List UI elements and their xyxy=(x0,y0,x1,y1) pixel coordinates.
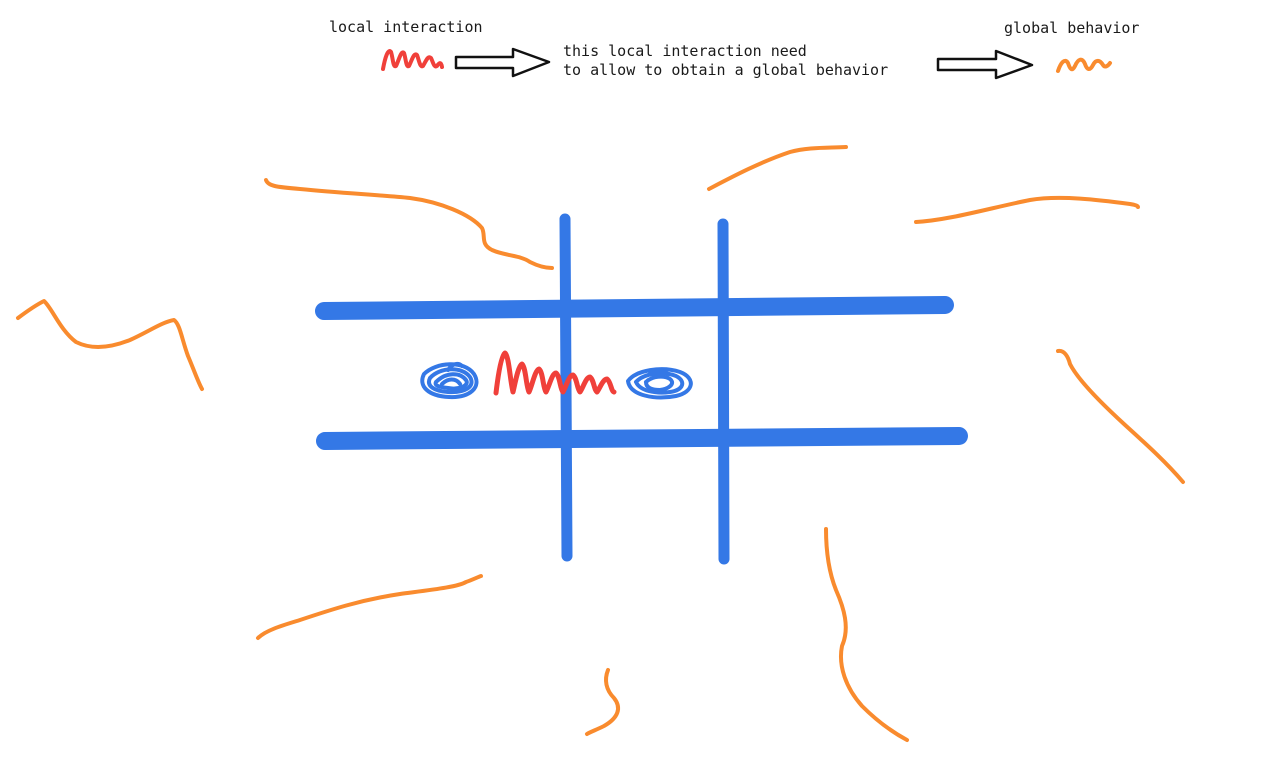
orange-stroke-bottom-center xyxy=(585,668,621,736)
orange-stroke-bottom-right xyxy=(824,527,909,742)
local-interaction-squiggle xyxy=(381,49,444,71)
arrow-to-explanation xyxy=(454,47,551,78)
grid-line-vertical-right xyxy=(717,218,730,565)
orange-stroke-right xyxy=(1056,348,1185,484)
orange-stroke-top-right xyxy=(914,195,1140,224)
agent-left xyxy=(420,361,479,400)
explanation-line-2: to allow to obtain a global behavior xyxy=(563,61,888,79)
orange-stroke-bottom-left xyxy=(256,574,483,640)
global-behavior-strokes xyxy=(16,145,1185,742)
global-behavior-label: global behavior xyxy=(1004,19,1139,37)
orange-stroke-left xyxy=(16,299,204,391)
global-behavior-squiggle xyxy=(1056,57,1112,73)
legend: local interaction this local interaction… xyxy=(329,18,1139,80)
arrow-to-global xyxy=(936,49,1034,80)
orange-stroke-top-left xyxy=(264,178,554,270)
local-interaction-label: local interaction xyxy=(329,18,483,36)
grid-line-horizontal-top xyxy=(315,296,954,320)
agent-right xyxy=(626,367,693,400)
explanation-line-1: this local interaction need xyxy=(563,42,807,60)
local-interaction-in-grid xyxy=(493,350,617,396)
orange-stroke-top-center xyxy=(707,145,848,191)
grid-line-horizontal-bottom xyxy=(316,427,968,450)
